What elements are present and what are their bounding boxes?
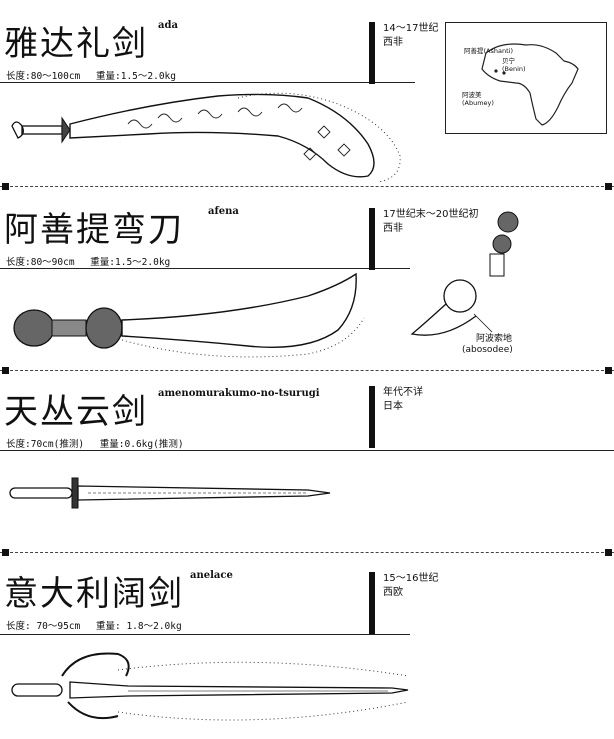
era-bar xyxy=(369,22,375,84)
section-amenomurakumo: 天丛云剑 amenomurakumo-no-tsurugi 长度:70cm(推测… xyxy=(0,372,614,552)
weight-spec: 重量: 1.8～2.0kg xyxy=(96,621,182,632)
title-underline xyxy=(0,268,410,269)
length-spec: 长度:80～100cm xyxy=(6,71,81,82)
section-divider xyxy=(0,367,614,374)
length-spec: 长度:70cm(推测) xyxy=(6,439,85,450)
era-text: 14～17世纪 西非 xyxy=(383,22,438,50)
map-label-abumey-en: (Abumey) xyxy=(462,99,494,107)
map-label-ashanti: 阿善提(Ashanti) xyxy=(464,47,513,55)
era-region: 西非 xyxy=(383,37,403,48)
section-divider xyxy=(0,549,614,556)
abosodee-figure xyxy=(410,211,519,336)
section-specs: 长度:70cm(推测) 重量:0.6kg(推测) xyxy=(6,436,194,450)
weight-spec: 重量:0.6kg(推测) xyxy=(99,439,184,450)
length-spec: 长度:80～90cm xyxy=(6,257,75,268)
section-roman-name: ada xyxy=(158,20,178,31)
era-region: 西非 xyxy=(383,223,403,234)
section-anelace: 意大利阔剑 anelace 长度: 70～95cm 重量: 1.8～2.0kg … xyxy=(0,554,614,739)
section-title: 雅达礼剑 xyxy=(4,24,148,64)
era-period: 14～17世纪 xyxy=(383,23,439,34)
era-bar xyxy=(369,572,375,634)
era-bar xyxy=(369,208,375,270)
era-text: 15～16世纪 西欧 xyxy=(383,572,438,600)
section-roman-name: anelace xyxy=(190,570,233,581)
title-underline xyxy=(0,82,415,83)
section-specs: 长度:80～90cm 重量:1.5～2.0kg xyxy=(6,254,180,268)
era-bar xyxy=(369,386,375,448)
era-region: 日本 xyxy=(383,401,403,412)
era-text: 年代不详 日本 xyxy=(383,386,423,414)
section-specs: 长度:80～100cm 重量:1.5～2.0kg xyxy=(6,68,186,82)
era-region: 西欧 xyxy=(383,587,403,598)
title-underline xyxy=(0,634,410,635)
ada-sword-illustration xyxy=(11,92,401,183)
map-label-abumey: 阿波美 xyxy=(462,91,482,99)
era-period: 17世纪末～20世纪初 xyxy=(383,209,479,220)
weight-spec: 重量:1.5～2.0kg xyxy=(90,257,171,268)
length-spec: 长度: 70～95cm xyxy=(6,621,81,632)
era-period: 年代不详 xyxy=(383,387,423,398)
section-specs: 长度: 70～95cm 重量: 1.8～2.0kg xyxy=(6,618,192,632)
section-roman-name: amenomurakumo-no-tsurugi xyxy=(158,388,320,399)
abosodee-label-cn: 阿波索地 xyxy=(476,334,513,344)
tsurugi-sword-illustration xyxy=(9,477,331,509)
map-label-benin: 贝宁 xyxy=(502,57,515,65)
section-divider xyxy=(0,183,614,190)
section-title: 阿善提弯刀 xyxy=(4,210,184,250)
weight-spec: 重量:1.5～2.0kg xyxy=(96,71,176,82)
map-label-benin-en: (Benin) xyxy=(502,65,526,73)
africa-map: 阿善提(Ashanti) 贝宁 (Benin) 阿波美 (Abumey) xyxy=(445,22,607,134)
section-title: 意大利阔剑 xyxy=(4,574,184,614)
anelace-sword-illustration xyxy=(11,652,409,721)
africa-outline xyxy=(481,43,579,126)
abosodee-label-en: (abosodee) xyxy=(462,345,513,355)
section-afena: 阿善提弯刀 afena 长度:80～90cm 重量:1.5～2.0kg 17世纪… xyxy=(0,188,614,368)
title-underline xyxy=(0,450,614,451)
section-ada: 雅达礼剑 ada 长度:80～100cm 重量:1.5～2.0kg 14～17世… xyxy=(0,0,614,186)
section-title: 天丛云剑 xyxy=(4,392,148,432)
afena-sword-illustration xyxy=(13,272,365,358)
era-text: 17世纪末～20世纪初 西非 xyxy=(383,208,478,236)
era-period: 15～16世纪 xyxy=(383,573,439,584)
section-roman-name: afena xyxy=(208,206,239,217)
